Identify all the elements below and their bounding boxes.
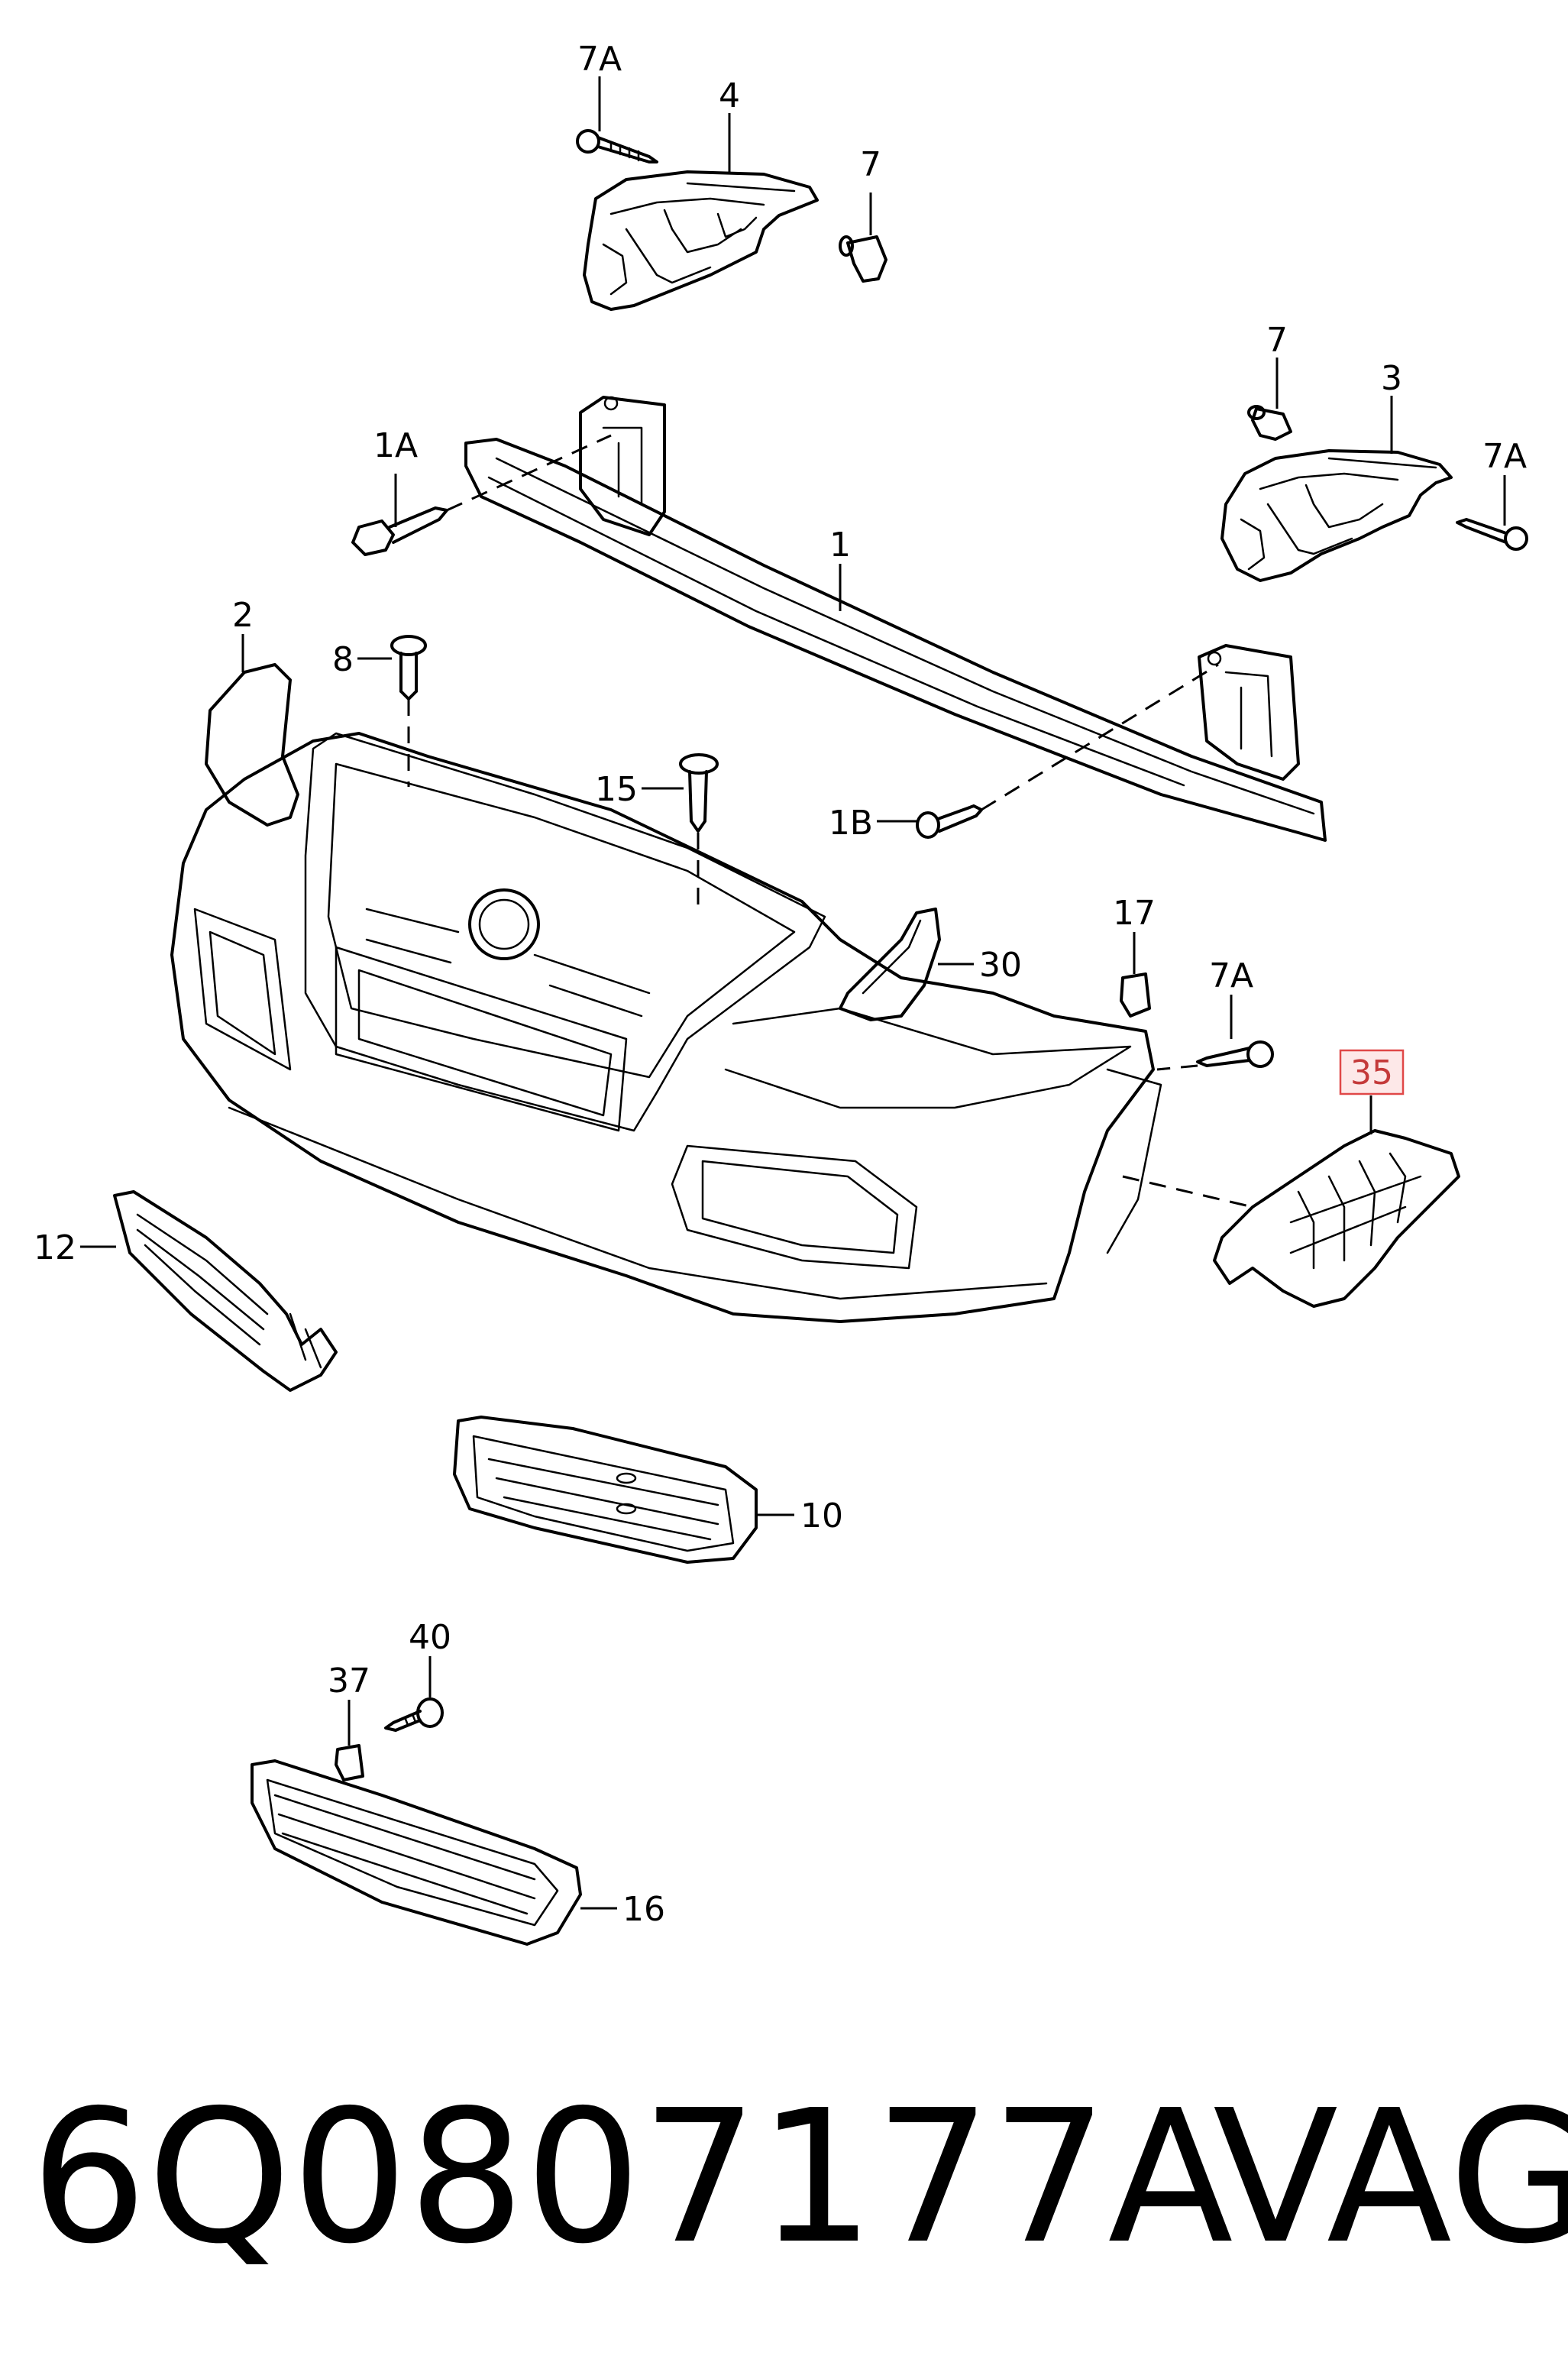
- callout-1a: 1A: [373, 426, 418, 465]
- grille-part-10: [453, 1416, 758, 1564]
- bracket-part-3: [1220, 449, 1453, 582]
- part-number-footer: 6Q0807177A VAG: [31, 2063, 1568, 2322]
- callout-1: 1: [829, 526, 851, 565]
- carrier-beam-part-1: [464, 396, 1327, 842]
- clip-17: [1120, 972, 1151, 1018]
- callout-2: 2: [232, 596, 254, 635]
- bracket-part-35: [1213, 1129, 1460, 1308]
- callout-30: 30: [979, 946, 1022, 985]
- callout-1b: 1B: [829, 804, 873, 843]
- callout-8: 8: [332, 640, 354, 679]
- callout-4: 4: [719, 76, 740, 115]
- grille-part-12: [113, 1190, 338, 1392]
- callout-16: 16: [622, 1890, 665, 1929]
- callout-17: 17: [1113, 894, 1156, 933]
- bolt-1a: [351, 506, 448, 556]
- clip-37: [335, 1744, 364, 1781]
- bracket-part-4: [583, 170, 819, 311]
- callout-10: 10: [800, 1497, 843, 1535]
- bolt-1b: [916, 804, 983, 839]
- screw-15: [679, 753, 719, 833]
- highlighted-callout-35: 35: [1339, 1049, 1405, 1095]
- assembly-line-7a-mid: [1156, 1064, 1198, 1071]
- callout-7a-mid: 7A: [1209, 956, 1253, 995]
- callout-7a-top: 7A: [577, 40, 622, 79]
- callout-7-right: 7: [1266, 321, 1288, 360]
- screw-7a-mid: [1196, 1040, 1274, 1068]
- brand-name: VAG: [1213, 2070, 1568, 2284]
- clip-7-right: [1247, 405, 1292, 441]
- screw-7a-right: [1456, 518, 1528, 551]
- callout-37: 37: [328, 1662, 370, 1700]
- screw-7a-top: [576, 129, 658, 163]
- screw-40: [384, 1697, 444, 1732]
- assembly-line-35: [1122, 1175, 1253, 1209]
- clip-7-top: [839, 235, 887, 283]
- callout-7-top: 7: [860, 145, 881, 184]
- assembly-line-1b: [981, 663, 1219, 811]
- callout-3: 3: [1381, 359, 1402, 398]
- callout-7a-right: 7A: [1482, 437, 1527, 476]
- deflector-part-30: [839, 908, 941, 1021]
- part-number: 6Q0807177A: [31, 2070, 1233, 2284]
- callout-40: 40: [409, 1618, 451, 1657]
- callout-35-box: [1339, 1049, 1405, 1095]
- leader-lines: [80, 76, 1506, 1910]
- screw-8: [390, 635, 427, 701]
- callout-15: 15: [595, 770, 638, 809]
- grille-part-16: [251, 1759, 582, 1946]
- callout-12: 12: [34, 1228, 76, 1267]
- callout-35: 35: [1350, 1053, 1393, 1092]
- bumper-cover-part-2: [170, 663, 1162, 1323]
- assembly-line-1a: [446, 434, 612, 512]
